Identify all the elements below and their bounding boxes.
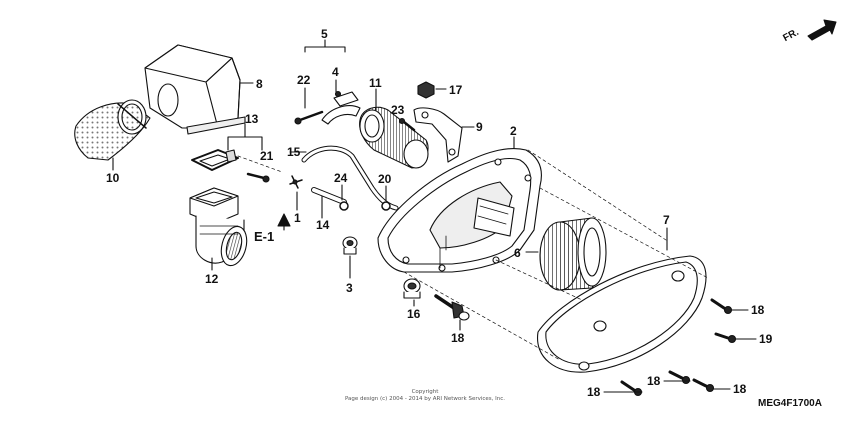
part-21-screw: [246, 172, 270, 183]
callout-18-e: 18: [587, 385, 601, 399]
callout-6: 6: [514, 246, 521, 260]
front-direction-arrow-icon: [807, 19, 837, 41]
reference-e1: E-1: [254, 229, 275, 244]
part-10-mesh-tube: [74, 99, 151, 161]
copyright-notice: Copyright Page design (c) 2004 - 2014 by…: [300, 389, 550, 403]
part-20-clip: [381, 201, 391, 211]
callout-12: 12: [205, 272, 219, 286]
callout-11: 11: [369, 76, 382, 90]
part-16-grommet: [403, 278, 421, 299]
callout-9: 9: [476, 120, 483, 134]
part-7-cover: [537, 255, 707, 373]
part-11-boot: [359, 106, 429, 169]
callout-22: 22: [297, 73, 311, 87]
callout-2: 2: [510, 124, 517, 138]
copyright-line-1: Copyright: [411, 389, 439, 395]
copyright-line-2: Page design (c) 2004 - 2014 by ARI Netwo…: [344, 396, 506, 402]
callout-20: 20: [378, 172, 392, 186]
callout-18-a: 18: [751, 303, 765, 317]
callout-19: 18: [451, 331, 465, 345]
part-24-clip: [339, 201, 349, 211]
callout-3: 3: [346, 281, 353, 295]
part-17-nut: [417, 81, 435, 99]
part-19-bolt: [434, 294, 470, 321]
part-3-grommet: [342, 236, 358, 255]
part-13-gasket: [191, 149, 239, 171]
callout-17: 17: [449, 83, 463, 97]
callout-14: 14: [316, 218, 330, 232]
callout-18-c: 18: [647, 374, 661, 388]
callout-4: 4: [332, 65, 339, 79]
callout-24: 24: [334, 171, 348, 185]
part-18-bolts: [620, 298, 737, 397]
part-2-housing: [377, 147, 543, 273]
part-6-filter: [539, 217, 607, 291]
alignment-lines: [237, 149, 709, 361]
callout-1: 1: [294, 211, 301, 225]
callout-15: 15: [287, 145, 301, 159]
part-4-clamp: [321, 90, 361, 125]
callout-16: 16: [407, 307, 421, 321]
part-14-tube: [311, 187, 347, 205]
callout-7: 7: [663, 213, 670, 227]
callout-21: 21: [260, 149, 274, 163]
callout-23: 23: [391, 103, 405, 117]
callout-5: 5: [321, 27, 328, 41]
callout-18-d: 18: [733, 382, 747, 396]
callout-18-b: 19: [759, 332, 773, 346]
part-23-bolt: [398, 117, 416, 132]
part-9-bracket: [413, 107, 463, 163]
callout-10: 10: [106, 171, 120, 185]
diagram-code: MEG4F1700A: [758, 398, 822, 409]
part-22-bolt: [294, 110, 324, 125]
part-1-clip: [289, 175, 303, 189]
callout-13: 13: [245, 112, 259, 126]
callout-8: 8: [256, 77, 263, 91]
part-8-cover: [144, 44, 246, 135]
part-12-duct: [189, 187, 248, 267]
